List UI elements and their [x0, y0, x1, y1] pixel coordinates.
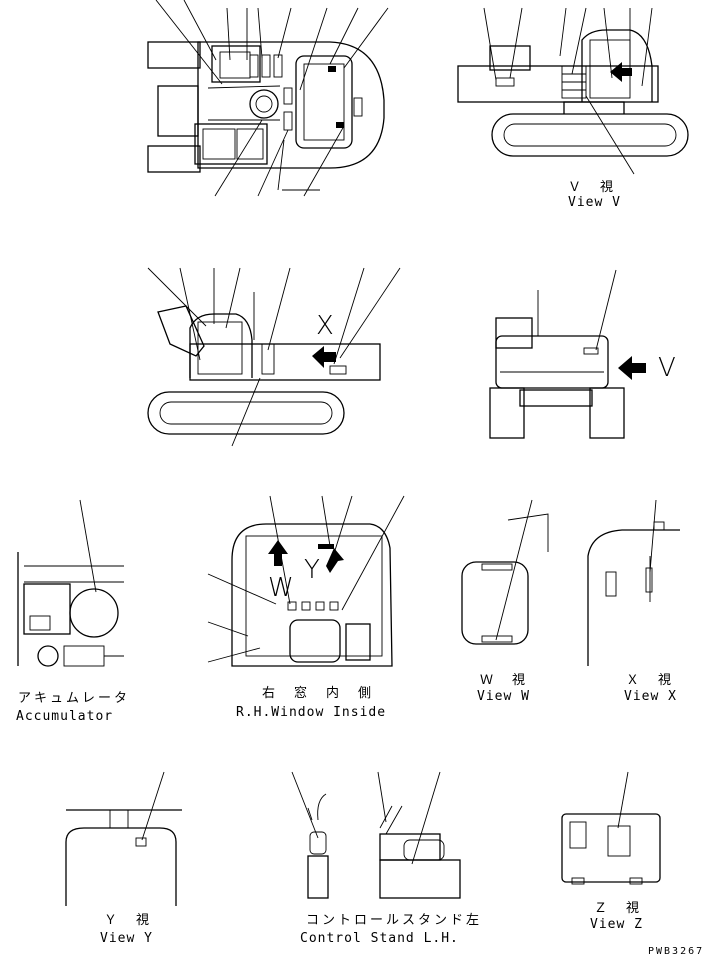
- control-stand-title-en: Control Stand L.H.: [300, 931, 459, 946]
- view-x-title-en: View X: [624, 689, 677, 704]
- view-y-title-en: View Y: [100, 931, 153, 946]
- view-w-title-ja: Ｗ 視: [480, 673, 528, 688]
- drawing-code: PWB3267: [648, 946, 704, 957]
- view-z-title-ja: Ｚ 視: [594, 901, 642, 916]
- rh-window-title-en: R.H.Window Inside: [236, 705, 386, 720]
- marker-y: Y: [304, 555, 320, 585]
- marker-v: V: [658, 353, 676, 383]
- view-y-title-ja: Ｙ 視: [104, 913, 152, 928]
- accumulator-title-en: Accumulator: [16, 709, 113, 724]
- view-w-title-en: View W: [477, 689, 530, 704]
- accumulator-view: アキュムレータ Accumulator: [16, 499, 130, 724]
- view-v-title-ja: Ｖ 視: [568, 180, 616, 195]
- view-x: Ｘ 視 View X: [587, 499, 680, 704]
- view-y: Ｙ 視 View Y: [65, 771, 182, 946]
- rear-view: V: [489, 269, 676, 439]
- view-x-title-ja: Ｘ 視: [626, 673, 674, 688]
- rh-window-inside-view: W Y 右 窓 内 側 R.H.Window Inside: [207, 495, 405, 720]
- view-z-title-en: View Z: [590, 917, 643, 932]
- control-stand-title-ja: コントロールスタンド左: [306, 913, 482, 928]
- marker-w: W: [268, 573, 294, 603]
- view-v-title-en: View V: [568, 195, 621, 210]
- accumulator-title-ja: アキュムレータ: [18, 691, 130, 706]
- view-z: Ｚ 視 View Z: [561, 771, 661, 932]
- marker-x: X: [316, 311, 334, 341]
- side-view-right: Ｖ 視 View V: [457, 7, 689, 210]
- view-w: Ｗ 視 View W: [461, 499, 549, 704]
- control-stand-view: コントロールスタンド左 Control Stand L.H.: [291, 771, 482, 946]
- top-plan-view: [147, 0, 389, 197]
- rh-window-title-ja: 右 窓 内 側: [262, 685, 374, 701]
- side-view-left: X: [147, 267, 401, 447]
